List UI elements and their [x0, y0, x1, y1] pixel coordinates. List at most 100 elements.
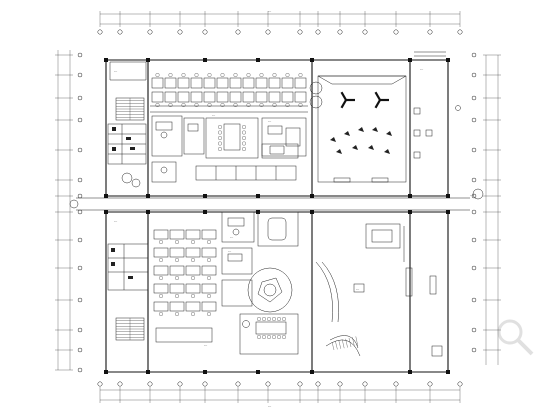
dimension-label-bottom: ---	[268, 404, 271, 408]
lower-reception-round	[221, 267, 293, 313]
axis-bubble	[471, 347, 477, 353]
column	[408, 210, 412, 214]
axis-bubble	[427, 381, 433, 387]
column	[203, 370, 207, 374]
desk	[164, 91, 177, 103]
dimension-label-top: ---	[268, 9, 271, 13]
room-tag-9: ---	[356, 287, 359, 291]
chair	[175, 240, 179, 244]
desk	[169, 265, 185, 276]
column	[104, 58, 108, 62]
north-markers: ---	[69, 188, 484, 209]
axis-bubble	[471, 117, 477, 123]
desk	[294, 77, 307, 89]
chair	[272, 335, 276, 339]
axis-bubble	[97, 29, 103, 35]
chair	[159, 294, 163, 298]
magnifier-icon	[497, 319, 534, 356]
upper-exhibition-hall: ---	[309, 67, 461, 183]
chair	[298, 73, 303, 77]
column	[256, 370, 260, 374]
chair	[155, 103, 160, 107]
desk	[268, 77, 281, 89]
room-tag-6: ---	[230, 235, 233, 239]
desk	[281, 77, 294, 89]
chair	[262, 317, 266, 321]
axis-bubble	[297, 381, 303, 387]
axis-bubble	[235, 381, 241, 387]
chair	[207, 276, 211, 280]
axis-bubble	[147, 381, 153, 387]
structural-columns	[104, 58, 450, 374]
desk	[151, 91, 164, 103]
room-tag-8: ---	[204, 343, 207, 347]
chair	[218, 136, 222, 140]
axis-bubble	[471, 95, 477, 101]
chair	[218, 130, 222, 135]
chair	[242, 141, 246, 146]
chair	[168, 103, 173, 107]
display-box	[413, 151, 421, 159]
axis-bubble	[427, 29, 433, 35]
chair	[191, 294, 195, 298]
axis-bubble	[77, 52, 83, 58]
axis-bubble	[77, 347, 83, 353]
chair	[168, 73, 173, 77]
chair	[246, 73, 251, 77]
desk	[185, 283, 201, 294]
axis-bubble	[202, 29, 208, 35]
axis-bubble	[362, 381, 368, 387]
chair	[207, 294, 211, 298]
seat	[368, 145, 374, 150]
chair	[175, 294, 179, 298]
desk	[294, 91, 307, 103]
chair	[207, 258, 211, 262]
axis-bubble	[471, 177, 477, 183]
chair	[246, 103, 251, 107]
axis-bubble	[77, 209, 83, 215]
column	[446, 194, 450, 198]
axis-bubble	[77, 265, 83, 271]
column	[446, 58, 450, 62]
dimension-top: ---	[97, 9, 463, 35]
chair	[285, 103, 290, 107]
desk	[164, 77, 177, 89]
axis-bubble	[471, 297, 477, 303]
axis-bubble	[393, 29, 399, 35]
axis-bubble	[471, 209, 477, 215]
desk	[169, 229, 185, 240]
chair	[207, 103, 212, 107]
desk	[216, 77, 229, 89]
fan-blade	[340, 91, 347, 101]
upper-open-office	[150, 73, 308, 113]
axis-bubble	[235, 29, 241, 35]
column	[146, 210, 150, 214]
desk	[242, 77, 255, 89]
display-box	[413, 107, 421, 115]
desk	[255, 77, 268, 89]
seat	[358, 127, 364, 132]
chair	[282, 335, 286, 339]
axis-bubble	[362, 29, 368, 35]
chair	[218, 141, 222, 146]
chair	[191, 312, 195, 316]
chair	[159, 276, 163, 280]
axis-bubble	[77, 72, 83, 78]
axis-bubble	[471, 52, 477, 58]
desk	[229, 77, 242, 89]
chair	[175, 258, 179, 262]
axis-bubble	[77, 193, 83, 199]
axis-bubble	[77, 177, 83, 183]
chair	[267, 317, 271, 321]
room-tag-4: ---	[420, 67, 423, 71]
lower-service-core: ---	[107, 219, 149, 341]
chair	[285, 73, 290, 77]
desk	[190, 77, 203, 89]
axis-bubble	[393, 381, 399, 387]
chair	[259, 73, 264, 77]
lower-private-offices: --- ---	[221, 211, 299, 275]
column	[310, 194, 314, 198]
seat	[352, 145, 358, 150]
column	[256, 194, 260, 198]
desk	[268, 91, 281, 103]
